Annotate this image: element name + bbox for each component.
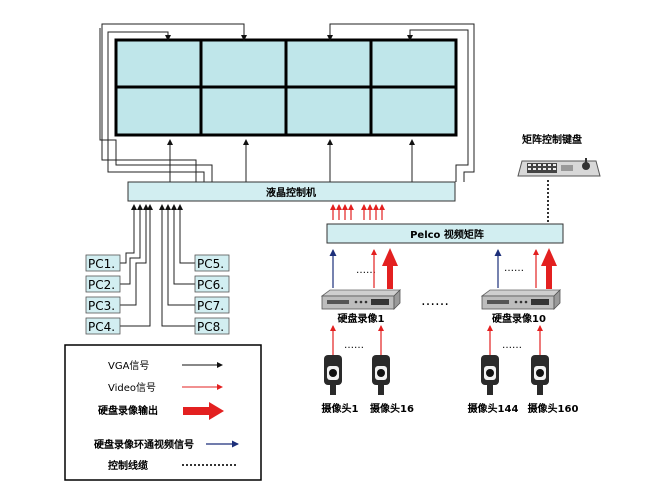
- legend-label-control: 控制线缆: [108, 459, 148, 472]
- keyboard-icon: [517, 158, 601, 177]
- camera-to-dvr-video: [330, 325, 543, 355]
- pc-list-left: PC1. PC2. PC3. PC4.: [85, 254, 121, 335]
- pc-box: [85, 296, 121, 314]
- camera-160-icon: [531, 355, 549, 395]
- camera-label: 摄像头1: [322, 402, 359, 415]
- pc-box: [85, 254, 121, 272]
- vga-wiring: [99, 23, 475, 182]
- legend-line-dvr: [183, 402, 224, 420]
- pelco-matrix-box: [326, 223, 564, 244]
- dvr1-to-matrix: ……: [329, 248, 398, 289]
- video-wall: [114, 38, 458, 137]
- pc-label: PC5.: [197, 257, 224, 271]
- pc-label: PC3.: [88, 299, 115, 313]
- dots-top-1: ……: [356, 265, 376, 276]
- camera-144-icon: [481, 355, 499, 395]
- dots-top-2: ……: [504, 263, 524, 274]
- pc-label: PC1.: [88, 257, 115, 271]
- pc-label: PC7.: [197, 299, 224, 313]
- dvr1-label: 硬盘录像1: [338, 312, 385, 325]
- pc-box: [194, 275, 230, 293]
- pc-label: PC4.: [88, 320, 115, 334]
- legend-label-loop: 硬盘录像环通视频信号: [94, 438, 194, 451]
- lcd-controller-box: [127, 181, 456, 202]
- legend-label-video: Video信号: [108, 382, 156, 394]
- camera-1-icon: [324, 355, 342, 395]
- camera-label: 摄像头160: [528, 402, 579, 415]
- legend: VGA信号 Video信号 硬盘录像输出 硬盘录像环通视频信号 控制线缆: [64, 344, 262, 481]
- camera-label: 摄像头16: [370, 402, 414, 415]
- pc-list-right: PC5. PC6. PC7. PC8.: [194, 254, 230, 335]
- camera-16-icon: [372, 355, 390, 395]
- keyboard-label: 矩阵控制键盘: [522, 133, 582, 146]
- pc-wiring: [120, 204, 195, 327]
- pc-label: PC2.: [88, 278, 115, 292]
- legend-label-vga: VGA信号: [108, 360, 149, 372]
- lcd-controller-label: 液晶控制机: [266, 186, 316, 199]
- dvr10-icon: [480, 289, 561, 310]
- legend-label-dvr: 硬盘录像输出: [98, 404, 158, 417]
- matrix-to-controller-video: [330, 204, 385, 220]
- dots-cam-1: ……: [344, 340, 364, 351]
- dots-middle: ……: [421, 293, 449, 309]
- pc-label: PC6.: [197, 278, 224, 292]
- dvr10-to-matrix: ……: [494, 248, 557, 289]
- pc-box: [85, 317, 121, 335]
- dvr10-label: 硬盘录像10: [492, 312, 546, 325]
- pelco-matrix-label: Pelco 视频矩阵: [410, 228, 484, 241]
- dvr1-icon: [320, 289, 401, 310]
- pc-box: [194, 317, 230, 335]
- pc-box: [194, 296, 230, 314]
- legend-box: [64, 344, 262, 481]
- camera-label: 摄像头144: [468, 402, 519, 415]
- pc-label: PC8.: [197, 320, 224, 334]
- pc-box: [85, 275, 121, 293]
- pc-box: [194, 254, 230, 272]
- dots-cam-2: ……: [502, 340, 522, 351]
